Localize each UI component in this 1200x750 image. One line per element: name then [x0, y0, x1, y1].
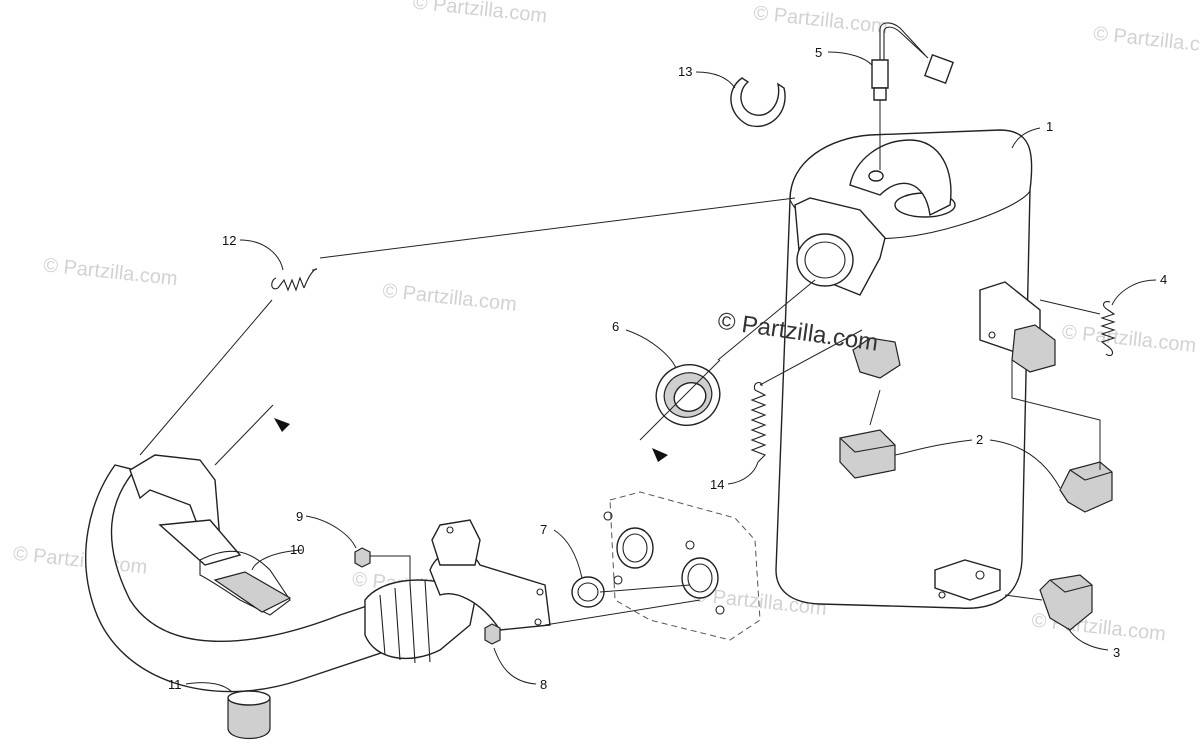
callout-10: 10 — [290, 542, 304, 557]
callout-1: 1 — [1046, 119, 1053, 134]
oxygen-sensor-5 — [871, 22, 954, 101]
callout-7: 7 — [540, 522, 547, 537]
engine-outline — [603, 491, 761, 641]
callout-6: 6 — [612, 319, 619, 334]
muffler — [775, 129, 1056, 609]
grommet-11 — [227, 690, 271, 739]
callout-labels: 1 2 3 4 5 6 7 8 9 10 11 12 13 14 — [168, 45, 1167, 692]
callout-3: 3 — [1113, 645, 1120, 660]
callout-5: 5 — [815, 45, 822, 60]
damper-upper — [852, 337, 901, 379]
clamp-ring-13 — [730, 77, 786, 128]
spring-4 — [1100, 301, 1116, 357]
callout-9: 9 — [296, 509, 303, 524]
callout-13: 13 — [678, 64, 692, 79]
callout-12: 12 — [222, 233, 236, 248]
callout-2: 2 — [976, 432, 983, 447]
watermark-text: © Partzilla.com — [1061, 321, 1197, 357]
leader-lines — [139, 51, 1157, 693]
callout-11: 11 — [168, 677, 182, 692]
head-pipe — [85, 454, 551, 693]
spring-14 — [750, 381, 767, 463]
damper-2-front — [839, 429, 896, 479]
damper-3 — [1039, 574, 1093, 631]
callout-4: 4 — [1160, 272, 1167, 287]
watermark-text: © Partzilla.com — [1092, 23, 1200, 59]
watermark-text: © Partzilla.com — [42, 254, 178, 290]
nut-8 — [484, 623, 501, 645]
damper-2-right — [1059, 461, 1113, 513]
gasket-7 — [571, 576, 605, 608]
gasket-6 — [655, 364, 721, 426]
spring-12 — [271, 268, 318, 292]
callout-8: 8 — [540, 677, 547, 692]
watermark-text: © Partzilla.com — [412, 0, 548, 27]
callout-14: 14 — [710, 477, 724, 492]
watermark-text: © Partzilla.com — [753, 2, 889, 38]
watermark-text: © Partzilla.com — [12, 543, 148, 579]
watermark-text: © Partzilla.com — [381, 280, 517, 316]
direction-arrows — [274, 418, 668, 462]
nut-9 — [354, 547, 371, 568]
